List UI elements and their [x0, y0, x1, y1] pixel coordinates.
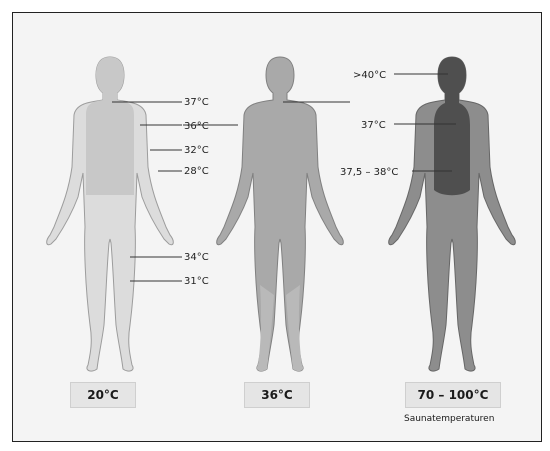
body-figure-sauna	[389, 57, 516, 371]
label-sauna-375: 37,5 – 38°C	[340, 167, 398, 178]
caption-20c: 20°C	[87, 388, 119, 402]
label-20c-32: 32°C	[184, 145, 209, 156]
subcaption-sauna: Saunatemperaturen	[404, 414, 494, 424]
body-figure-20c	[47, 57, 174, 371]
core-zone-sauna	[434, 57, 470, 195]
caption-sauna: 70 – 100°C	[418, 388, 489, 402]
label-20c-28: 28°C	[184, 166, 209, 177]
caption-36c: 36°C	[261, 388, 293, 402]
label-20c-34: 34°C	[184, 252, 209, 263]
label-20c-31: 31°C	[184, 276, 209, 287]
label-20c-37: 37°C	[184, 97, 209, 108]
lower-leg-zone-36c	[257, 285, 303, 371]
label-20c-36: 36°C	[184, 121, 209, 132]
label-sauna-37: 37°C	[361, 120, 386, 131]
label-sauna-40: >40°C	[353, 70, 386, 81]
body-figure-36c	[217, 57, 344, 371]
caption-box-sauna: 70 – 100°C	[405, 382, 501, 408]
body-silhouette-36c	[217, 57, 344, 371]
caption-box-20c: 20°C	[70, 382, 136, 408]
core-zone-20c	[86, 57, 134, 195]
caption-box-36c: 36°C	[244, 382, 310, 408]
